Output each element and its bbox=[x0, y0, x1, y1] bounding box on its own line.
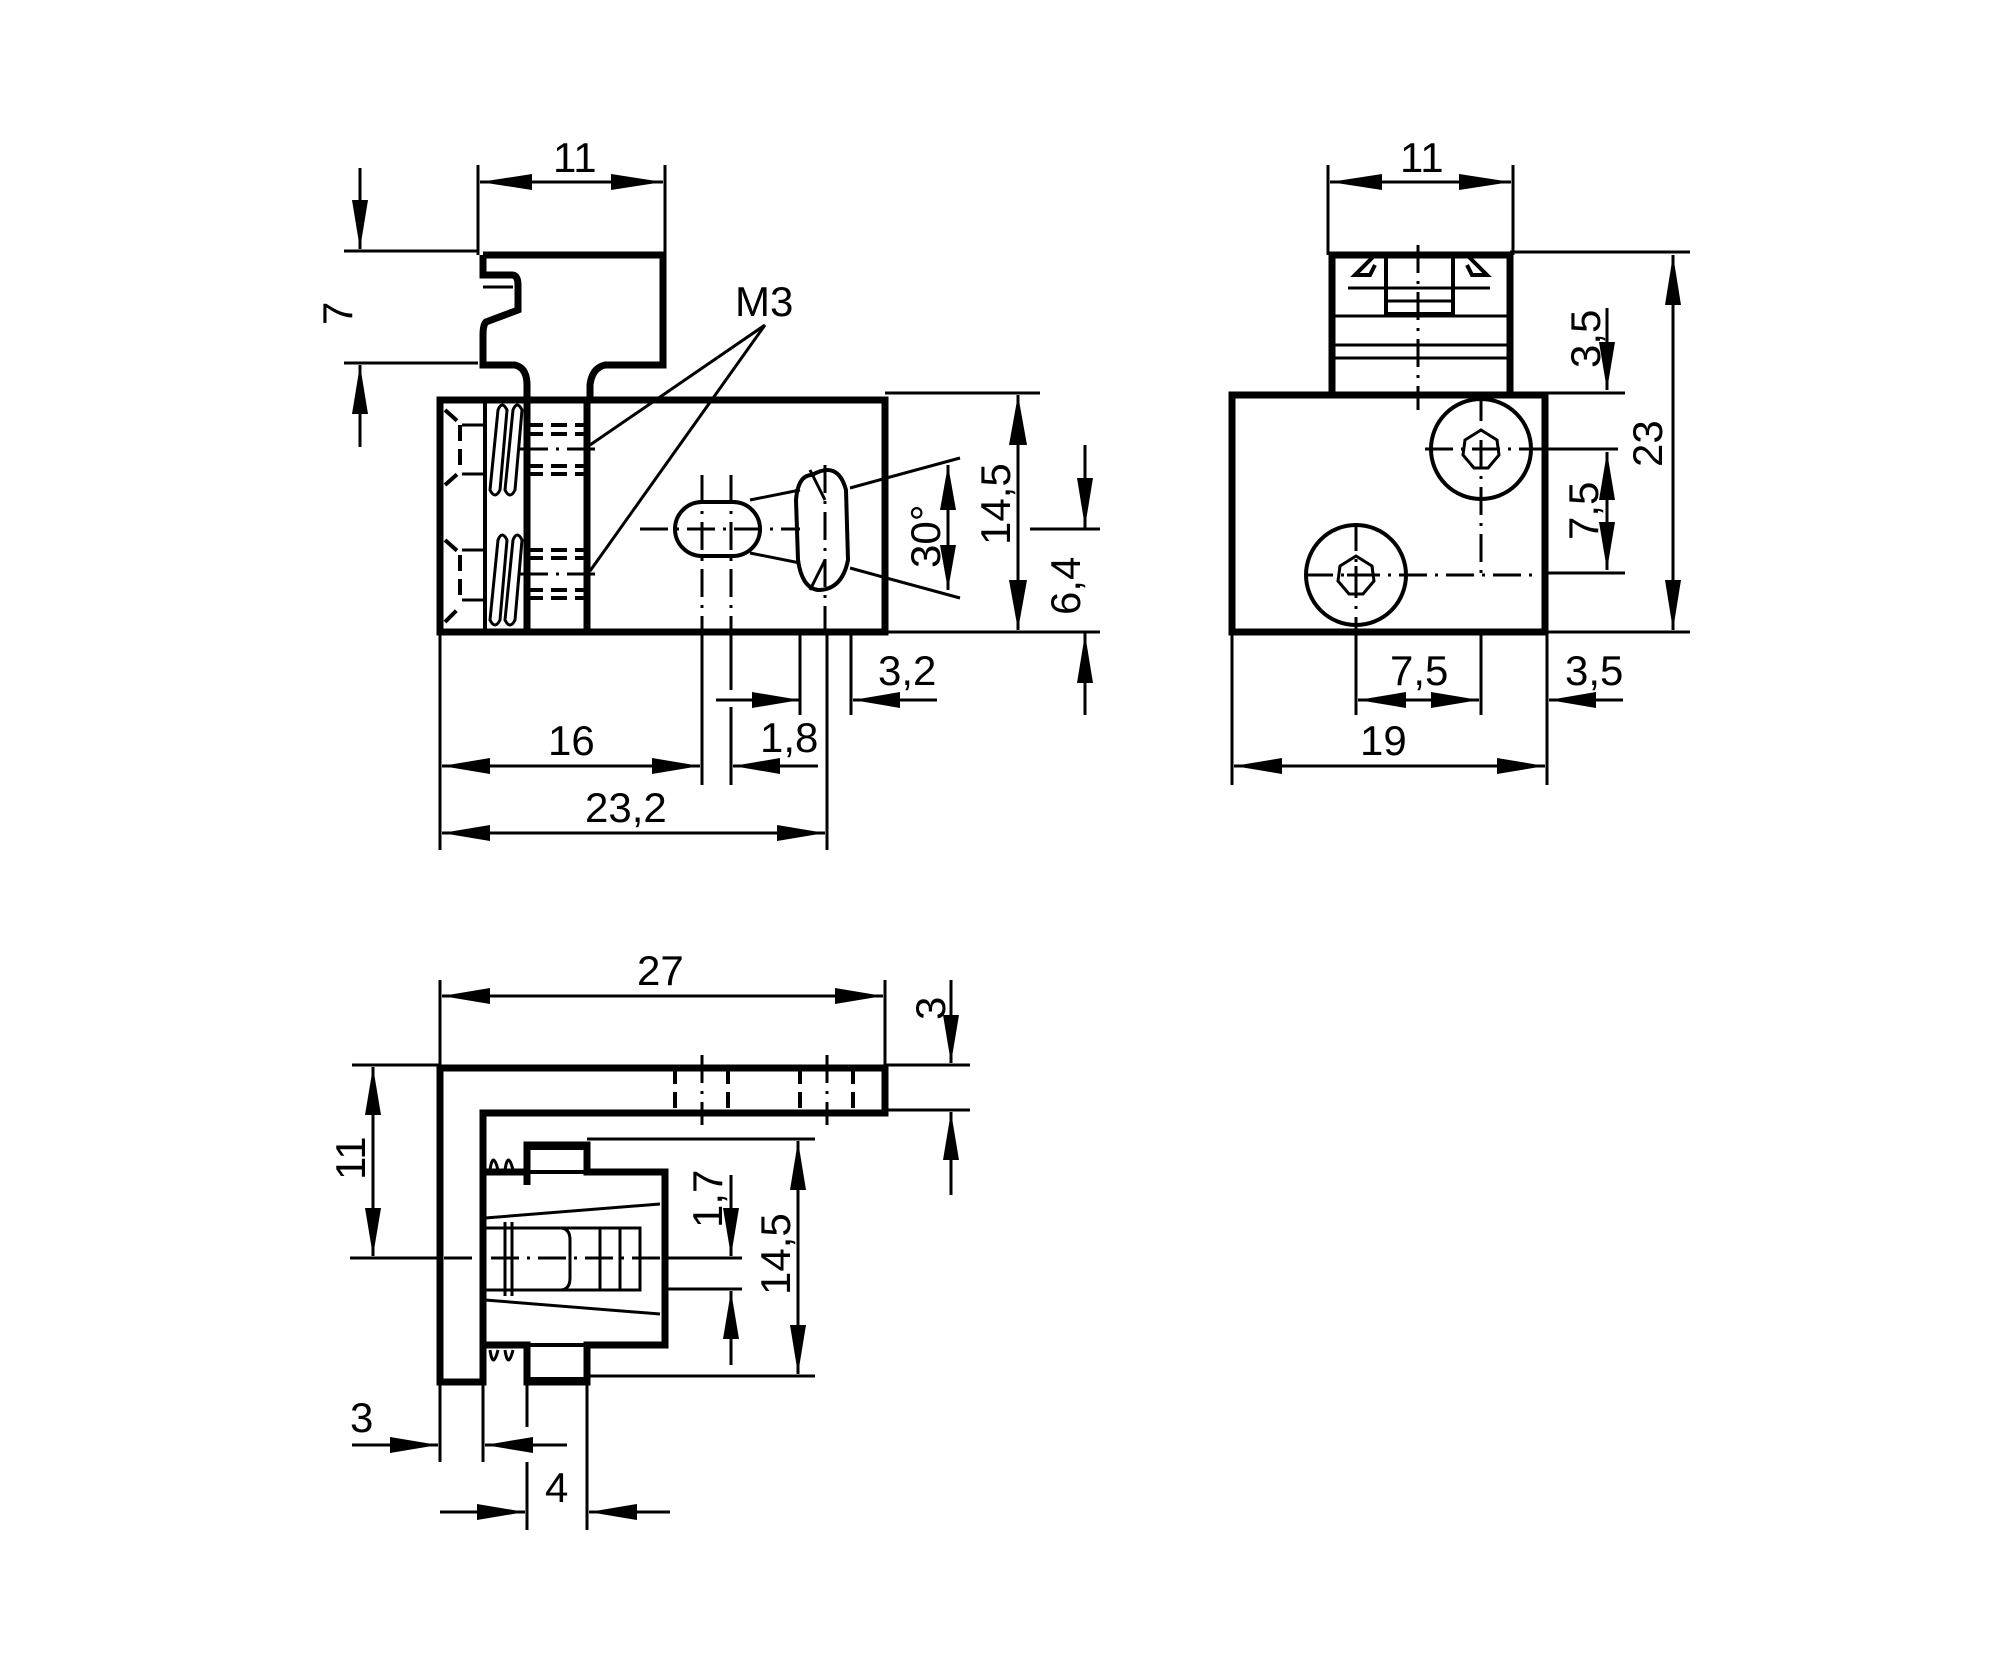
arrow-icon bbox=[1077, 478, 1093, 527]
arrow-icon bbox=[1431, 692, 1479, 708]
dim-7-5-vertical-label: 7,5 bbox=[1560, 482, 1607, 540]
arrow-icon bbox=[853, 692, 900, 708]
arrow-icon bbox=[1009, 395, 1027, 445]
angle-line bbox=[849, 456, 961, 490]
arrow-icon bbox=[943, 1112, 959, 1160]
angle-line bbox=[749, 551, 801, 565]
dim-1-7-label: 1,7 bbox=[684, 1170, 731, 1228]
angle-line bbox=[849, 566, 961, 600]
dim-19-label: 19 bbox=[1360, 717, 1407, 764]
arrow-icon bbox=[940, 545, 956, 590]
spring-icon bbox=[488, 403, 524, 627]
dim-7-5-horizontal-label: 7,5 bbox=[1390, 647, 1448, 694]
dim-7-label: 7 bbox=[314, 302, 361, 325]
arrow-icon bbox=[1330, 174, 1382, 190]
arrow-icon bbox=[365, 1208, 381, 1256]
connector-line bbox=[559, 1226, 572, 1292]
taper-line bbox=[484, 1202, 661, 1220]
arrow-icon bbox=[1599, 342, 1615, 390]
m3-leader bbox=[588, 323, 767, 572]
arrow-icon bbox=[589, 1504, 637, 1520]
arrow-icon bbox=[1549, 692, 1596, 708]
dim-3-top-label: 3 bbox=[907, 997, 954, 1020]
dim-27-label: 27 bbox=[637, 947, 684, 994]
arrow-icon bbox=[723, 1291, 739, 1339]
dim-23-label: 23 bbox=[1624, 420, 1671, 467]
arrow-icon bbox=[723, 1208, 739, 1256]
block-detail bbox=[525, 1146, 589, 1174]
arrow-icon bbox=[752, 692, 800, 708]
arrow-icon bbox=[480, 174, 532, 190]
arrow-icon bbox=[611, 174, 663, 190]
arrow-icon bbox=[1459, 174, 1511, 190]
arrow-icon bbox=[442, 988, 490, 1004]
hole-centerline bbox=[700, 1055, 829, 1125]
clip-hook bbox=[1335, 253, 1507, 277]
dim-3-5-horizontal-label: 3,5 bbox=[1565, 647, 1623, 694]
angled-slot bbox=[793, 468, 851, 593]
arrow-icon bbox=[733, 758, 780, 774]
hidden-lines bbox=[443, 408, 464, 624]
arrow-icon bbox=[1077, 634, 1093, 683]
dim-3-left-label: 3 bbox=[350, 1394, 373, 1441]
angle-line bbox=[808, 469, 827, 501]
slot-centerline bbox=[700, 475, 733, 680]
angle-label: 30° bbox=[902, 504, 949, 568]
arrow-icon bbox=[835, 988, 883, 1004]
arrow-icon bbox=[943, 1015, 959, 1063]
angle-line bbox=[808, 559, 827, 591]
arrow-icon bbox=[365, 1067, 381, 1115]
height-14-5-label: 14,5 bbox=[972, 463, 1019, 545]
arrow-icon bbox=[352, 200, 368, 249]
arrow-icon bbox=[1234, 758, 1282, 774]
height-6-4-label: 6,4 bbox=[1042, 557, 1089, 615]
spring-icon bbox=[488, 1158, 515, 1362]
arrow-icon bbox=[777, 825, 825, 841]
arrow-icon bbox=[940, 465, 956, 510]
cross-icon bbox=[1472, 440, 1490, 458]
arrow-icon bbox=[652, 758, 700, 774]
dim-11-label: 11 bbox=[553, 134, 597, 181]
arrow-icon bbox=[390, 1437, 438, 1453]
screw-centerline bbox=[1305, 523, 1540, 632]
dim-4-label: 4 bbox=[545, 1464, 568, 1511]
arrow-icon bbox=[790, 1141, 806, 1190]
dim-11-label: 11 bbox=[327, 1136, 374, 1180]
arrow-icon bbox=[1009, 580, 1027, 630]
sensor-body bbox=[1228, 391, 1549, 636]
arrow-icon bbox=[1497, 758, 1545, 774]
arrow-icon bbox=[477, 1504, 525, 1520]
angle-line bbox=[749, 488, 801, 502]
block-detail bbox=[525, 1343, 589, 1381]
arrow-icon bbox=[1665, 255, 1681, 305]
thread-hidden-lines bbox=[520, 423, 600, 600]
arrow-icon bbox=[1665, 580, 1681, 630]
dim-14-5-label: 14,5 bbox=[752, 1213, 799, 1295]
side-view: M3 30° 14,5 6,4 bbox=[314, 134, 1100, 850]
sensor-body bbox=[436, 396, 889, 636]
top-view: 27 3 11 1,7 14,5 bbox=[327, 947, 970, 1530]
m3-label: M3 bbox=[735, 278, 793, 325]
taper-line bbox=[484, 1298, 661, 1316]
end-view: 3,5 7,5 23 11 7,5 3,5 19 bbox=[1228, 134, 1690, 785]
arrow-icon bbox=[1599, 452, 1615, 500]
dim-16-label: 16 bbox=[548, 717, 595, 764]
dim-11-label: 11 bbox=[1400, 134, 1444, 181]
arrow-icon bbox=[442, 758, 490, 774]
arrow-icon bbox=[1358, 692, 1406, 708]
clip-outline bbox=[479, 251, 667, 400]
dim-3-5-vertical-label: 3,5 bbox=[1562, 310, 1609, 368]
arrow-icon bbox=[790, 1325, 806, 1374]
arrow-icon bbox=[485, 1437, 533, 1453]
cross-icon bbox=[1347, 566, 1365, 584]
dim-23-2-label: 23,2 bbox=[585, 784, 667, 831]
arrow-icon bbox=[352, 365, 368, 414]
arrow-icon bbox=[442, 825, 490, 841]
dim-3-2-label: 3,2 bbox=[878, 647, 936, 694]
dim-1-8-label: 1,8 bbox=[760, 714, 818, 761]
arrow-icon bbox=[1599, 522, 1615, 570]
